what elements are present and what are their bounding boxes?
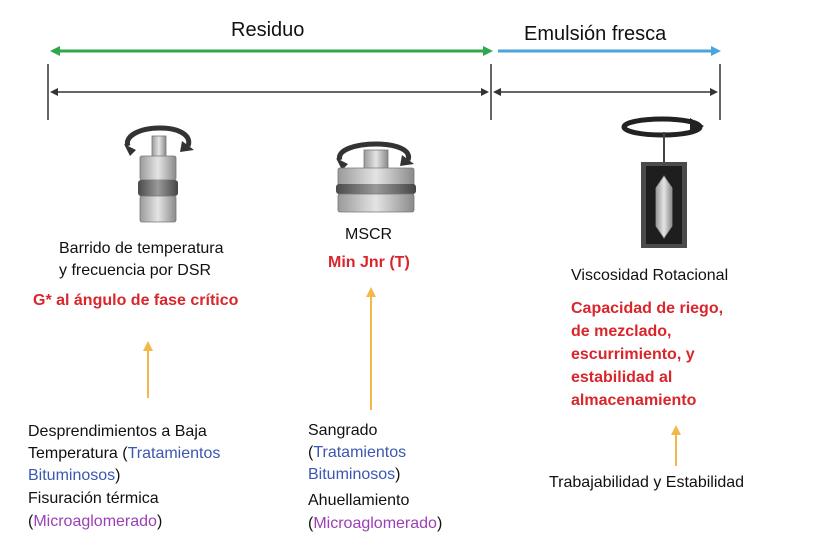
viscosity-parameter-line4: estabilidad al — [571, 369, 673, 386]
distress2-line5: (Microaglomerado) — [308, 515, 443, 532]
dsr-rheometer-icon — [124, 125, 194, 223]
mscr-parameter: Min Jnr (T) — [328, 254, 410, 271]
distress1-line4: Fisuración térmica — [28, 490, 159, 507]
distress2-line1: Sangrado — [308, 422, 378, 439]
distress2-line4: Ahuellamiento — [308, 492, 410, 509]
distress1-line3: Bituminosos) — [28, 467, 121, 484]
distress2-line2: (Tratamientos — [308, 444, 407, 461]
viscosity-parameter-line3: escurrimiento, y — [571, 346, 695, 363]
dsr-test-label-line1: Barrido de temperatura — [59, 240, 224, 257]
viscosity-parameter-line5: almacenamiento — [571, 392, 697, 409]
viscosity-parameter-line2: de mezclado, — [571, 323, 672, 340]
distress1-line5: (Microaglomerado) — [28, 513, 163, 530]
rotational-viscometer-icon — [621, 116, 704, 248]
fresh-emulsion-label: Emulsión fresca — [524, 23, 667, 45]
distress2-line3: Bituminosos) — [308, 466, 401, 483]
distress1-line1: Desprendimientos a Baja — [28, 423, 207, 440]
distress3-line1: Trabajabilidad y Estabilidad — [549, 474, 745, 491]
viscosity-test-label: Viscosidad Rotacional — [571, 267, 729, 284]
dsr-test-label-line2: y frecuencia por DSR — [59, 262, 212, 279]
residue-label: Residuo — [231, 19, 305, 41]
viscosity-parameter-line1: Capacidad de riego, — [571, 300, 724, 317]
mscr-specimen-icon — [336, 141, 416, 213]
treatment-link-text: Tratamientos — [127, 445, 221, 462]
dsr-parameter: G* al ángulo de fase crítico — [33, 292, 239, 309]
mscr-test-label: MSCR — [345, 226, 393, 243]
distress1-line2: Temperatura (Tratamientos — [28, 445, 221, 462]
